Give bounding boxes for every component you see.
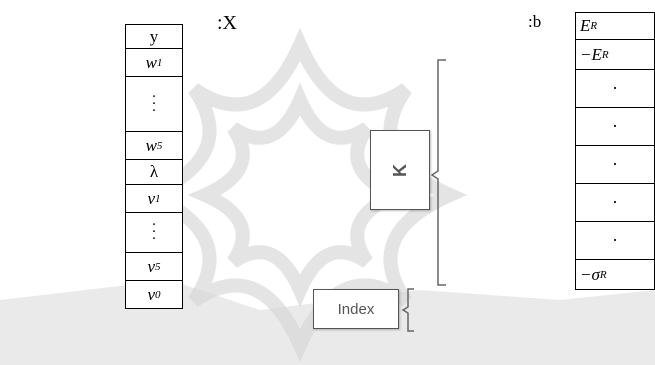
k-box-label: K	[389, 163, 410, 177]
dot-symbol: ·	[612, 154, 618, 174]
x-ellipsis: ···	[125, 77, 183, 132]
b-dot-cell: ·	[575, 146, 655, 184]
x-entry-symbol: v	[147, 256, 156, 276]
dot-symbol: ·	[612, 192, 618, 212]
dot-symbol: ·	[612, 116, 618, 136]
dot-symbol: ·	[612, 78, 618, 98]
b-entry-subscript: R	[599, 268, 607, 281]
b-entry-symbol: −E	[580, 44, 602, 64]
x-entry-symbol: v	[147, 284, 156, 304]
k-brace	[430, 59, 446, 286]
b-entry-subscript: R	[590, 20, 598, 32]
b-dot-cell: ·	[575, 70, 655, 108]
b-label: :b	[528, 12, 542, 31]
x-entry: y	[125, 24, 183, 49]
b-entry-symbol: −σ	[580, 264, 600, 284]
x-entry-label: λ	[149, 162, 159, 181]
x-entry-subscript: 1	[155, 192, 161, 205]
x-entry-subscript: 5	[156, 139, 163, 152]
x-entry-symbol: v	[147, 188, 156, 208]
vertical-ellipsis-icon: ···	[151, 217, 157, 247]
x-entry-label: y	[149, 26, 159, 46]
b-dot-cell: ·	[575, 222, 655, 260]
x-label: :X	[217, 12, 237, 34]
index-box-label: Index	[337, 300, 375, 318]
x-entry: λ	[125, 160, 183, 185]
dot-symbol: ·	[612, 230, 618, 250]
vertical-ellipsis-icon: ···	[151, 88, 157, 119]
index-box: Index	[313, 289, 399, 329]
b-dot-cell: ·	[575, 184, 655, 222]
index-brace	[401, 288, 414, 332]
x-entry-subscript: 5	[155, 260, 161, 273]
x-entry-subscript: 1	[156, 56, 163, 69]
b-entry-symbol: E	[580, 16, 591, 35]
b-dot-cell: ·	[575, 108, 655, 146]
x-entry-symbol: w	[145, 52, 157, 72]
k-box: K	[370, 130, 430, 210]
b-entry-subscript: R	[601, 48, 609, 61]
x-entry-symbol: w	[145, 135, 157, 155]
x-ellipsis: ···	[125, 213, 183, 253]
x-entry-subscript: 0	[155, 288, 161, 301]
